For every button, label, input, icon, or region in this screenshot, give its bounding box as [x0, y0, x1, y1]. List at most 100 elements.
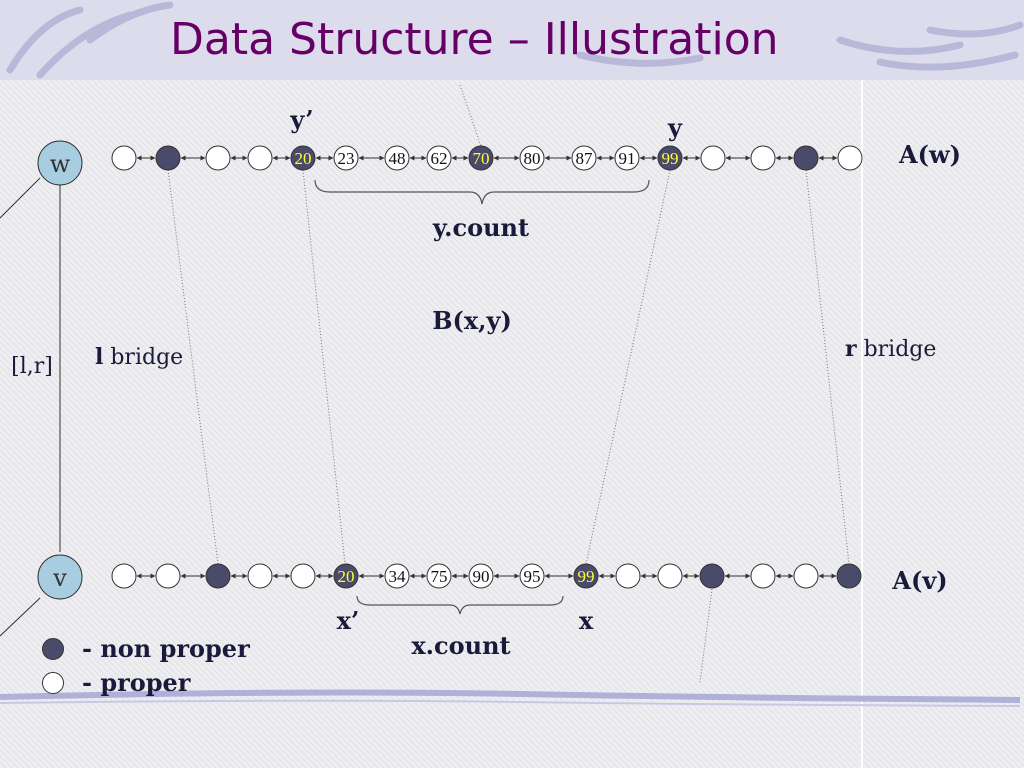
list-cell-80: 80 — [519, 145, 545, 171]
proper-circle — [205, 145, 231, 171]
legend-non-proper-label: - non proper — [82, 634, 250, 663]
proper-circle — [247, 145, 273, 171]
proper-circle — [468, 563, 494, 589]
non-proper-circle — [205, 563, 231, 589]
cell-value: 99 — [662, 149, 679, 168]
list-cell-99: 99 — [573, 563, 599, 589]
tree-edge-w-parent — [0, 177, 41, 219]
proper-circle — [519, 563, 545, 589]
label-l-bridge: l bridge — [95, 344, 183, 370]
proper-circle — [111, 145, 137, 171]
list-cell-48: 48 — [384, 145, 410, 171]
bridge-99 — [585, 169, 671, 565]
list-cell-87: 87 — [571, 145, 597, 171]
label-l-bold: l — [95, 344, 103, 370]
proper-circle — [571, 145, 597, 171]
proper-circle — [384, 563, 410, 589]
list-cell — [111, 145, 137, 171]
list-cell — [615, 563, 641, 589]
label-x-count: x.count — [411, 631, 510, 660]
cell-value: 70 — [473, 149, 490, 168]
page-title: Data Structure – Illustration — [170, 14, 779, 65]
cell-value: 20 — [295, 149, 312, 168]
cell-value: 80 — [524, 149, 541, 168]
proper-circle — [290, 563, 316, 589]
empty-circle-icon — [42, 671, 64, 694]
non-proper-circle — [699, 563, 725, 589]
r-bridge-line — [805, 169, 850, 565]
proper-circle — [247, 563, 273, 589]
list-cell — [837, 145, 863, 171]
label-r-bridge: r bridge — [845, 336, 936, 362]
proper-circle — [384, 145, 410, 171]
proper-circle — [426, 145, 452, 171]
list-cell — [205, 145, 231, 171]
list-cell — [793, 563, 819, 589]
non-proper-circle — [155, 145, 181, 171]
label-a-w: A(w) — [898, 140, 961, 169]
non-proper-circle — [657, 145, 683, 171]
label-r-bold: r — [845, 336, 857, 362]
bridge-lines — [167, 84, 850, 683]
label-a-v: A(v) — [891, 566, 947, 595]
cell-value: 48 — [389, 149, 406, 168]
label-x-prime: x’ — [337, 606, 360, 635]
list-cell-75: 75 — [426, 563, 452, 589]
non-proper-circle — [468, 145, 494, 171]
non-proper-circle — [290, 145, 316, 171]
proper-circle — [615, 563, 641, 589]
cell-value: 75 — [431, 567, 448, 586]
l-bridge-line — [167, 169, 219, 565]
non-proper-circle — [573, 563, 599, 589]
list-cell — [700, 145, 726, 171]
filled-circle-icon — [42, 637, 64, 660]
label-bxy: B(x,y) — [432, 306, 512, 335]
label-y: y — [667, 113, 683, 142]
cell-value: 99 — [578, 567, 595, 586]
list-cell-91: 91 — [614, 145, 640, 171]
list-cell-99: 99 — [657, 145, 683, 171]
non-proper-circle — [793, 145, 819, 171]
list-cell — [290, 563, 316, 589]
cell-value: 34 — [389, 567, 407, 586]
list-a-w: 20 23 48 62 70 80 87 91 99 — [111, 145, 863, 171]
bottom-swoosh — [0, 689, 1021, 703]
label-x: x — [579, 606, 594, 635]
list-cell-20: 20 — [333, 563, 359, 589]
list-cell-23: 23 — [333, 145, 359, 171]
label-r-rest: bridge — [857, 337, 937, 362]
list-cell-70: 70 — [468, 145, 494, 171]
list-cell-90: 90 — [468, 563, 494, 589]
list-cell — [155, 563, 181, 589]
proper-circle — [700, 145, 726, 171]
label-y-count: y.count — [432, 213, 529, 242]
cell-value: 90 — [473, 567, 490, 586]
proper-circle — [333, 145, 359, 171]
proper-circle — [155, 563, 181, 589]
list-cell — [657, 563, 683, 589]
proper-circle — [750, 563, 776, 589]
list-cell — [836, 563, 862, 589]
proper-circle — [426, 563, 452, 589]
bridge-20 — [302, 169, 346, 565]
decorative-swooshes — [6, 1, 1024, 79]
list-cell — [111, 563, 137, 589]
cell-value: 20 — [338, 567, 355, 586]
title-band — [0, 0, 1024, 80]
x-count-brace — [356, 595, 564, 615]
list-cell — [247, 563, 273, 589]
list-cell — [793, 145, 819, 171]
proper-circle — [750, 145, 776, 171]
list-cell-62: 62 — [426, 145, 452, 171]
legend-proper-label: - proper — [82, 668, 191, 697]
label-interval: [l,r] — [11, 354, 53, 379]
cell-value: 91 — [619, 149, 636, 168]
list-cell — [750, 145, 776, 171]
non-proper-circle — [333, 563, 359, 589]
proper-circle — [614, 145, 640, 171]
proper-circle — [111, 563, 137, 589]
label-l-rest: bridge — [103, 345, 183, 370]
